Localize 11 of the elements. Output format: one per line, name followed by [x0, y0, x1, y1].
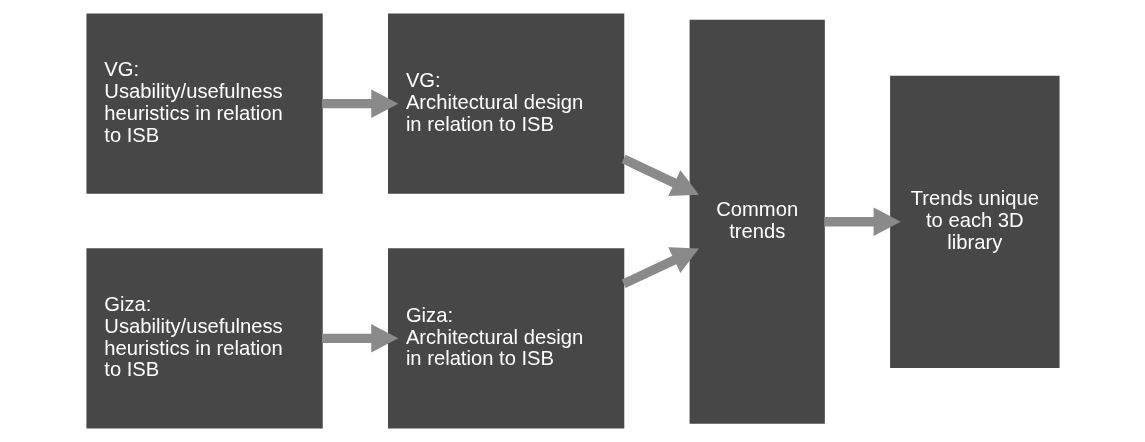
- node-box: VG: Usability/usefulness heuristics in relation to ISB: [85, 13, 323, 194]
- node-box: Trends unique to each 3D library: [889, 75, 1060, 368]
- node-box: Giza: Architectural design in relation to ISB: [387, 248, 624, 429]
- arrow: [321, 89, 398, 118]
- arrow: [321, 324, 398, 353]
- node-box: Giza: Usability/usefulness heuristics in relation to ISB: [85, 248, 323, 429]
- arrow: [621, 154, 699, 196]
- node-box: VG: Architectural design in relation to ISB: [387, 13, 624, 194]
- arrow: [621, 247, 699, 289]
- node-box: Common trends: [689, 19, 825, 424]
- arrow: [823, 207, 901, 237]
